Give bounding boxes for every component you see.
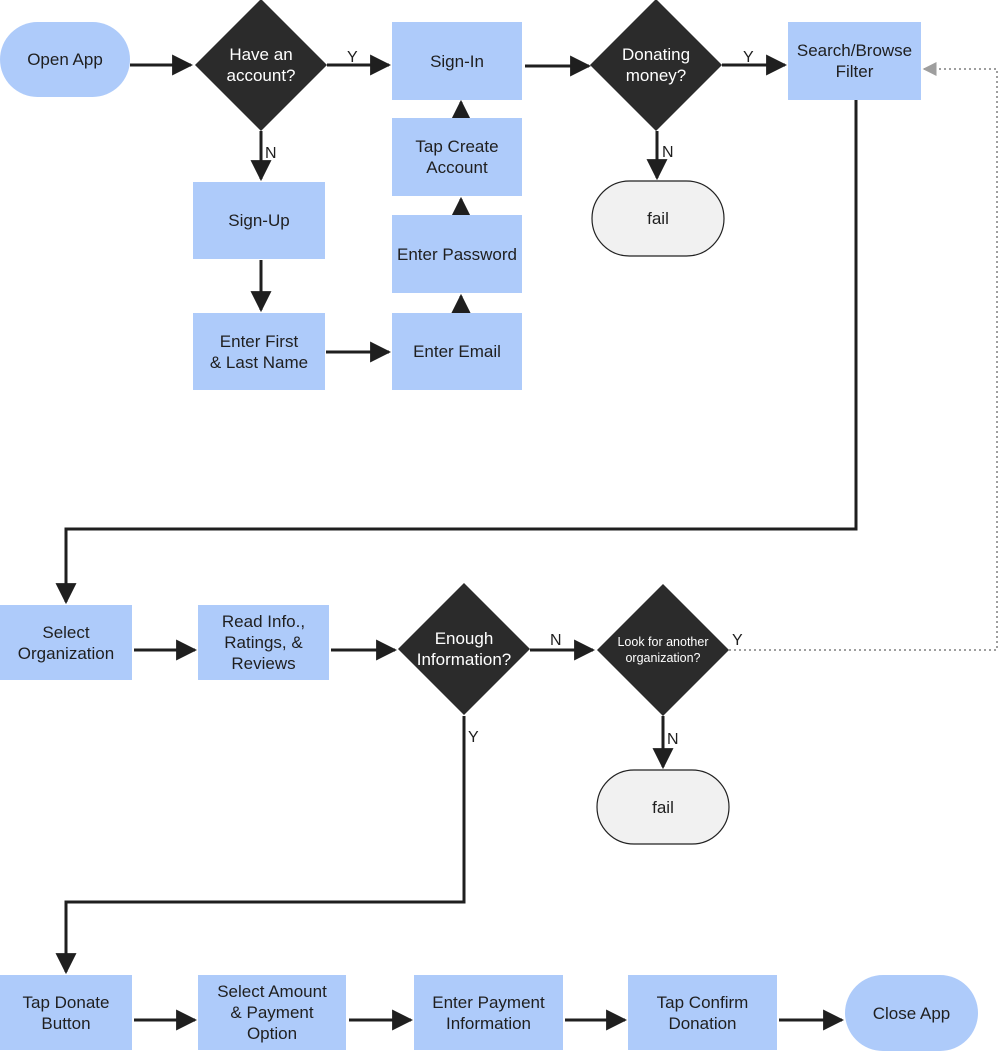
edge-label-donating-yes: Y (743, 49, 754, 66)
tap-donate-step (0, 975, 132, 1050)
sign-up-step (193, 182, 325, 259)
flow-arrow (55, 716, 466, 975)
open-app-terminal (0, 22, 130, 97)
enter-email-step (392, 313, 522, 390)
flow-arrow (55, 100, 858, 605)
select-org-step (0, 605, 132, 680)
look-another-decision (597, 584, 729, 716)
edge-label-look-no: N (667, 731, 679, 748)
read-info-step (198, 605, 329, 680)
donating-money-decision (590, 0, 722, 131)
tap-confirm-step (628, 975, 777, 1050)
enter-name-step (193, 313, 325, 390)
edge-label-donating-no: N (662, 144, 674, 161)
fail-2-end-fail (596, 769, 730, 845)
select-amount-step (198, 975, 346, 1050)
enough-info-decision (398, 583, 530, 715)
enter-password-step (392, 215, 522, 293)
tap-create-step (392, 118, 522, 196)
search-filter-step (788, 22, 921, 100)
have-account-decision (195, 0, 327, 131)
edge-label-enough-yes: Y (468, 729, 479, 746)
fail-1-end-fail (591, 180, 725, 257)
edge-label-have-account-yes: Y (347, 49, 358, 66)
edge-label-look-yes: Y (732, 632, 743, 649)
edge-label-enough-no: N (550, 632, 562, 649)
sign-in-step (392, 22, 522, 100)
loop-back-connector (729, 62, 998, 651)
close-app-terminal (845, 975, 978, 1051)
edge-label-have-account-no: N (265, 145, 277, 162)
enter-payment-step (414, 975, 563, 1050)
